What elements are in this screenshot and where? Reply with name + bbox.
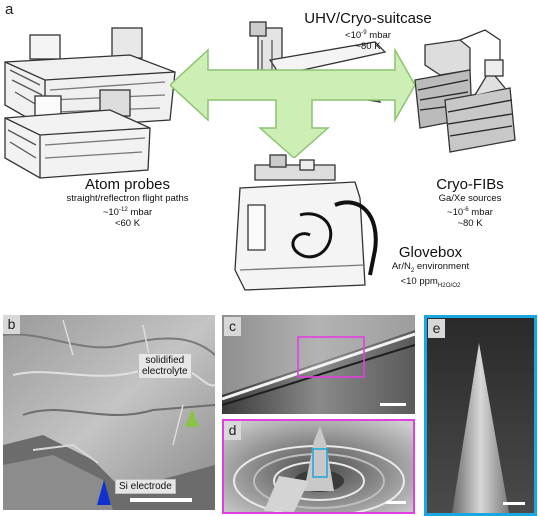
electrolyte-marker <box>185 409 199 427</box>
scale-bar <box>386 501 406 504</box>
cryo-fibs-label: Cryo-FIBs Ga/Xe sources ~10-6 mbar ~80 K <box>415 176 525 229</box>
glovebox-environment: Ar/N2 environment <box>391 261 470 274</box>
apt-tip <box>452 343 509 513</box>
cryo-fibs-pressure: ~10-6 mbar <box>447 206 493 219</box>
panel-e-letter: e <box>428 319 445 338</box>
si-electrode-label: Si electrode <box>115 479 176 494</box>
panel-b-sem-image <box>3 315 215 510</box>
transfer-arrows <box>170 47 415 158</box>
electrolyte-label: solidified electrolyte <box>138 353 192 379</box>
scale-bar <box>380 403 406 406</box>
cryo-fibs-temperature: ~80 K <box>457 218 483 230</box>
atom-probes-label: Atom probes straight/reflectron flight p… <box>45 176 210 229</box>
suitcase-label: UHV/Cryo-suitcase <10-9 mbar ~80 K <box>278 10 458 52</box>
panel-a-sketches <box>4 21 516 291</box>
atom-probe-sketch <box>4 27 176 179</box>
atom-probes-pressure: ~10-12 mbar <box>102 206 153 219</box>
panel-b-letter: b <box>3 315 20 334</box>
scale-bar <box>130 498 192 502</box>
panel-b: b solidified electrolyte Si electrode <box>3 315 215 510</box>
panel-e: e <box>424 315 537 516</box>
si-electrode-marker <box>97 480 111 505</box>
panel-c-letter: c <box>224 317 241 336</box>
cryo-fibs-sources: Ga/Xe sources <box>438 193 502 204</box>
atom-probes-paths: straight/reflectron flight paths <box>66 193 189 204</box>
glovebox-title: Glovebox <box>398 244 463 261</box>
panel-c-sem-image <box>222 315 415 414</box>
cryo-fibs-title: Cryo-FIBs <box>436 176 504 193</box>
suitcase-temperature: ~80 K <box>355 41 381 53</box>
panel-c: c <box>222 315 415 414</box>
scale-bar <box>503 502 525 505</box>
panel-a-letter: a <box>5 1 14 18</box>
panel-d-sem-image <box>224 421 413 512</box>
atom-probes-title: Atom probes <box>84 176 171 193</box>
glovebox-sketch <box>234 154 378 291</box>
atom-probes-temperature: <60 K <box>114 218 141 230</box>
panel-d: d <box>222 419 415 514</box>
cryo-fib-sketch <box>414 29 516 153</box>
panel-d-letter: d <box>224 421 241 440</box>
panel-e-sem-image <box>427 318 534 513</box>
suitcase-pressure: <10-9 mbar <box>345 29 391 42</box>
suitcase-title: UHV/Cryo-suitcase <box>304 10 432 27</box>
glovebox-label: Glovebox Ar/N2 environment <10 ppmH2O/O2 <box>368 244 493 291</box>
glovebox-ppm: <10 ppmH2O/O2 <box>400 275 461 289</box>
